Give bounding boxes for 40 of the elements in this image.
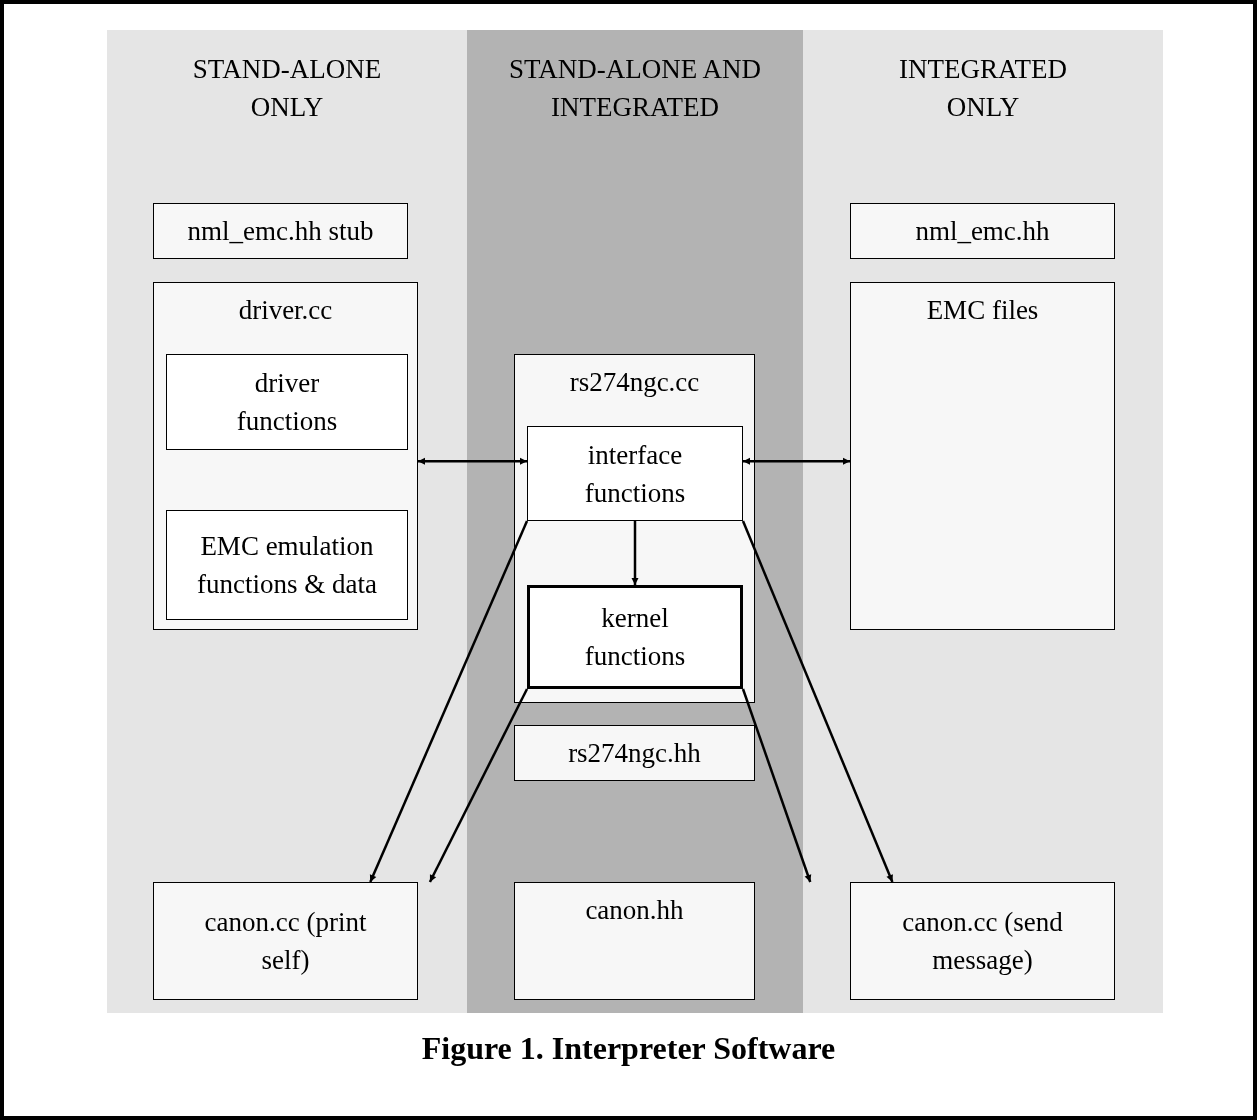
module-box <box>514 882 755 1000</box>
column-heading: STAND-ALONE AND INTEGRATED <box>507 53 763 124</box>
module-box <box>153 203 408 259</box>
module-box <box>850 282 1115 630</box>
figure-caption: Figure 1. Interpreter Software <box>420 1030 837 1067</box>
module-box <box>153 882 418 1000</box>
module-label: EMC files <box>926 294 1039 327</box>
module-box <box>514 725 755 781</box>
module-label: driver functions <box>235 367 339 438</box>
arrow <box>418 457 527 465</box>
module-box <box>850 203 1115 259</box>
module-label: rs274ngc.cc <box>569 366 700 399</box>
module-box <box>166 354 408 450</box>
module-box-bold <box>527 585 743 689</box>
column-heading: STAND-ALONE ONLY <box>191 53 383 124</box>
module-box <box>850 882 1115 1000</box>
column-heading: INTEGRATED ONLY <box>898 53 1068 124</box>
module-label: interface functions <box>583 438 687 510</box>
module-label: kernel functions <box>583 602 687 673</box>
module-box <box>166 510 408 620</box>
module-label: rs274ngc.hh <box>568 737 701 770</box>
column-band <box>107 30 467 1013</box>
module-box <box>514 354 755 703</box>
column-band <box>467 30 803 1013</box>
module-label: canon.cc (print self) <box>203 906 368 977</box>
module-label: canon.hh <box>585 894 684 927</box>
arrow <box>743 457 850 465</box>
arrow <box>741 688 812 883</box>
module-label: driver.cc <box>238 294 333 327</box>
module-label: EMC emulation functions & data <box>196 530 378 601</box>
arrow <box>369 520 529 883</box>
module-box <box>527 426 743 521</box>
column-band <box>803 30 1163 1013</box>
module-label: nml_emc.hh <box>915 215 1050 248</box>
arrow <box>631 521 639 585</box>
module-box <box>153 282 418 630</box>
module-label: nml_emc.hh stub <box>187 215 374 248</box>
arrow <box>741 520 894 883</box>
arrow <box>428 688 529 883</box>
module-label: canon.cc (send message) <box>901 906 1064 977</box>
